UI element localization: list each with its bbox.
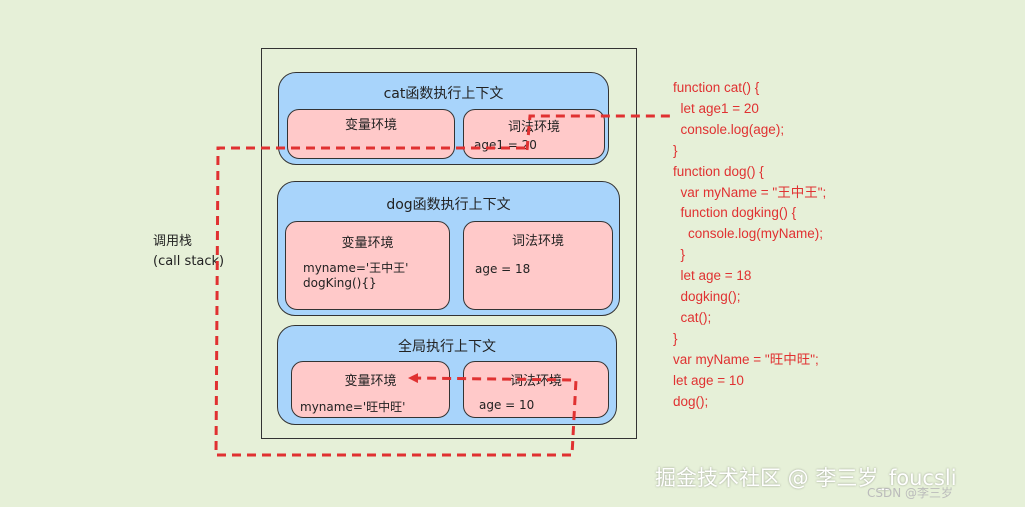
dog-lexical-env-title: 词法环境 <box>511 234 564 249</box>
code-line: dog(); <box>673 393 709 409</box>
code-line: } <box>673 142 678 158</box>
code-line: var myName = "旺中旺"; <box>673 351 819 367</box>
code-line: function dogking() { <box>673 205 797 221</box>
call-stack-label-en: (call stack) <box>153 254 225 269</box>
code-line: function dog() { <box>673 163 764 179</box>
cat-variable-env-title: 变量环境 <box>344 118 397 133</box>
csdn-watermark: CSDN @李三岁 <box>867 486 954 500</box>
code-line: let age = 10 <box>673 372 744 388</box>
call-stack-box <box>261 48 637 439</box>
watermark-text: 掘金技术社区 @ 李三岁_foucsli <box>655 466 957 490</box>
cat-to-code-arrow <box>525 114 672 151</box>
call-stack-label-cn: 调用栈 <box>153 234 193 249</box>
cat-lexical-env-title: 词法环境 <box>507 120 560 135</box>
cat-execution-context: cat函数执行上下文 变量环境 词法环境 age1 = 20 <box>278 72 609 165</box>
dog-execution-context: dog函数执行上下文 变量环境 myname='王中王' dogKing(){}… <box>277 181 620 316</box>
dog-variable-env-title: 变量环境 <box>341 236 394 251</box>
call-stack-label: 调用栈 (call stack) <box>153 232 224 272</box>
global-execution-context: 全局执行上下文 变量环境 myname='旺中旺' 词法环境 age = 10 <box>277 325 617 425</box>
code-line: let age = 18 <box>673 268 752 284</box>
dog-variable-env-myname: myname='王中王' <box>303 261 409 275</box>
code-line: } <box>673 330 678 346</box>
global-lexical-env: 词法环境 age = 10 <box>463 361 609 418</box>
global-variable-env-title: 变量环境 <box>344 374 397 389</box>
code-line: cat(); <box>673 309 712 325</box>
code-line: function cat() { <box>673 80 760 95</box>
global-variable-env: 变量环境 myname='旺中旺' <box>291 361 450 418</box>
source-code: function cat() { let age1 = 20 console.l… <box>673 78 826 413</box>
code-line: console.log(age); <box>673 121 785 137</box>
cat-context-title: cat函数执行上下文 <box>383 86 504 102</box>
code-line: var myName = "王中王"; <box>673 184 827 200</box>
code-line: console.log(myName); <box>673 226 824 242</box>
dog-variable-env: 变量环境 myname='王中王' dogKing(){} <box>285 221 450 310</box>
dog-variable-env-dogking: dogKing(){} <box>303 276 377 290</box>
global-lexical-env-title: 词法环境 <box>509 374 562 389</box>
global-lexical-env-age: age = 10 <box>479 398 535 412</box>
cat-variable-env: 变量环境 <box>287 109 455 159</box>
global-variable-env-myname: myname='旺中旺' <box>300 400 406 414</box>
code-line: dogking(); <box>673 289 741 305</box>
dog-context-title: dog函数执行上下文 <box>386 197 511 213</box>
cat-lexical-env: 词法环境 age1 = 20 <box>463 109 605 159</box>
code-line: let age1 = 20 <box>673 100 759 116</box>
cat-outer-reference-arrow <box>214 146 578 457</box>
dog-lexical-env-age: age = 18 <box>475 262 531 276</box>
global-context-title: 全局执行上下文 <box>398 339 496 355</box>
dog-lexical-env: 词法环境 age = 18 <box>463 221 613 310</box>
code-line: } <box>673 247 686 263</box>
